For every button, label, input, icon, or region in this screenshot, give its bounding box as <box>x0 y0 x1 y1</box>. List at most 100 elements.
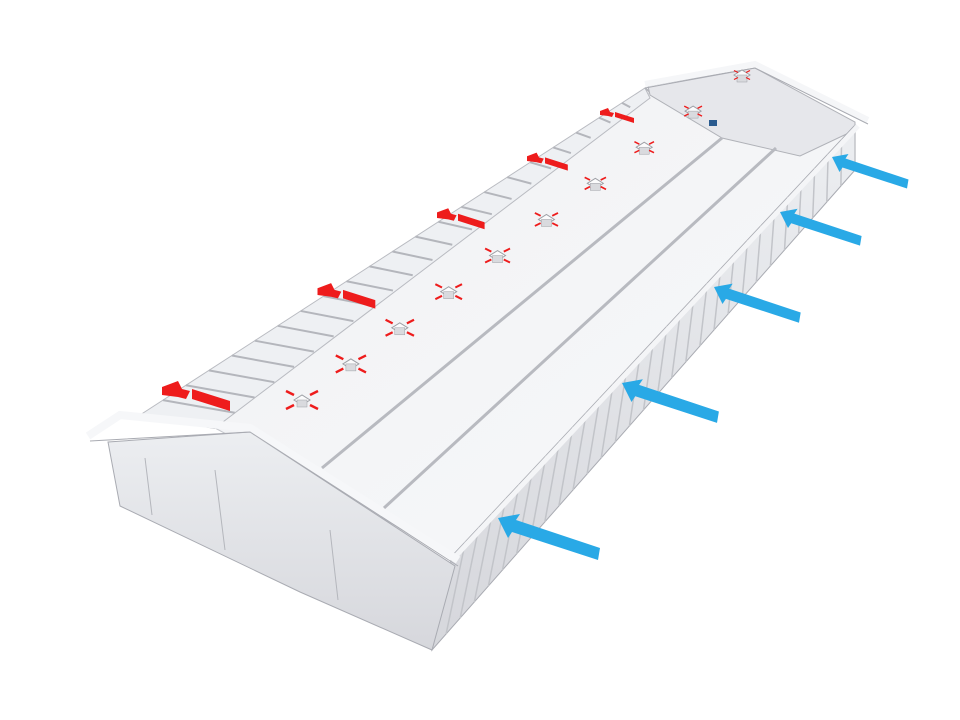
ceiling-fan <box>484 247 511 264</box>
front-gable-wall <box>85 410 461 651</box>
ceiling-fans <box>285 69 751 411</box>
airflow-arrow-icon <box>584 176 591 181</box>
left-wall <box>138 87 651 429</box>
window-post <box>558 426 574 507</box>
intake-arrows <box>498 154 909 560</box>
airflow-arrow-icon <box>551 222 559 227</box>
back-gable-wall <box>647 67 856 157</box>
airflow-arrow-icon <box>634 141 640 145</box>
window-post <box>445 541 467 635</box>
airflow-arrow-icon <box>335 367 344 374</box>
ceiling-fan <box>434 283 463 301</box>
window-post <box>415 235 453 246</box>
airflow-arrow-icon <box>745 69 751 74</box>
airflow-arrow-icon <box>648 149 655 154</box>
airflow-arrow-icon <box>697 113 703 117</box>
airflow-arrow-icon <box>745 76 751 81</box>
airflow-arrow-icon <box>434 283 443 289</box>
window-post <box>484 191 512 200</box>
ceiling-fan <box>534 212 559 227</box>
ceiling-fan <box>335 354 367 374</box>
airflow-arrow-icon <box>733 76 739 81</box>
window-post <box>300 309 354 323</box>
exhaust-arrow-icon <box>527 152 568 171</box>
exhaust-arrows <box>162 108 634 411</box>
airflow-arrow-icon <box>285 403 295 411</box>
window-post <box>699 282 708 347</box>
airflow-arrow-icon <box>697 105 703 109</box>
airflow-arrow-icon <box>484 258 492 264</box>
window-post <box>487 498 507 587</box>
window-post <box>656 326 668 395</box>
airflow-arrow-icon <box>683 105 689 109</box>
window-post <box>685 297 695 363</box>
airflow-arrow-icon <box>551 212 559 217</box>
ceiling-fan <box>733 69 751 83</box>
window-post <box>459 527 480 619</box>
window-post <box>811 168 816 219</box>
intake-arrow-icon <box>622 379 719 423</box>
window-post <box>529 455 547 539</box>
window-post <box>552 146 572 155</box>
airflow-arrow-icon <box>634 149 640 154</box>
floor-ridge-left <box>321 136 723 470</box>
window-post <box>346 280 394 292</box>
airflow-arrow-icon <box>357 367 367 374</box>
window-post <box>185 384 255 399</box>
airflow-arrow-icon <box>434 294 443 301</box>
airflow-arrow-icon <box>406 318 415 325</box>
airflow-arrow-icon <box>309 403 319 411</box>
exhaust-arrow-icon <box>162 381 230 411</box>
window-post <box>507 176 532 185</box>
ceiling-fan <box>683 105 703 119</box>
ceiling-fan <box>584 176 607 191</box>
exhaust-arrow-icon <box>437 208 485 230</box>
airflow-arrow-icon <box>503 258 511 264</box>
airflow-arrow-icon <box>454 294 463 301</box>
control-box <box>709 120 717 126</box>
window-post <box>741 239 749 299</box>
window-post <box>575 131 592 139</box>
window-post <box>621 101 631 109</box>
airflow-arrow-icon <box>406 331 415 337</box>
airflow-arrow-icon <box>385 318 394 325</box>
back-roof-edge <box>644 60 870 123</box>
intake-arrow-icon <box>832 154 909 189</box>
airflow-arrow-icon <box>454 283 463 289</box>
window-post <box>461 205 493 216</box>
window-post <box>586 397 601 475</box>
window-post <box>544 440 561 523</box>
airflow-arrow-icon <box>335 354 344 361</box>
exhaust-arrow-icon <box>600 108 634 123</box>
airflow-arrow-icon <box>733 69 739 74</box>
airflow-arrow-icon <box>584 185 591 191</box>
exhaust-arrow-icon <box>317 283 376 309</box>
airflow-arrow-icon <box>600 185 607 191</box>
front-roof-edge <box>85 410 461 564</box>
window-post <box>277 324 334 338</box>
window-post <box>713 268 722 331</box>
window-post <box>515 469 534 555</box>
airflow-arrow-icon <box>285 389 295 397</box>
ceiling-fan <box>385 318 415 337</box>
airflow-arrow-icon <box>484 247 492 253</box>
airflow-arrow-icon <box>600 176 607 181</box>
window-post <box>254 339 315 353</box>
window-post <box>473 512 494 603</box>
airflow-arrow-icon <box>503 247 511 253</box>
window-post <box>438 220 473 231</box>
window-post <box>392 250 433 261</box>
window-post <box>755 225 762 283</box>
window-post <box>369 265 413 277</box>
window-post <box>600 383 614 459</box>
window-post <box>231 354 295 368</box>
airflow-arrow-icon <box>385 331 394 337</box>
airflow-arrow-icon <box>534 212 542 217</box>
ceiling-fan <box>285 389 319 411</box>
ceiling-fan <box>634 141 655 155</box>
airflow-arrow-icon <box>683 113 689 117</box>
airflow-arrow-icon <box>648 141 655 145</box>
window-post <box>162 399 235 414</box>
